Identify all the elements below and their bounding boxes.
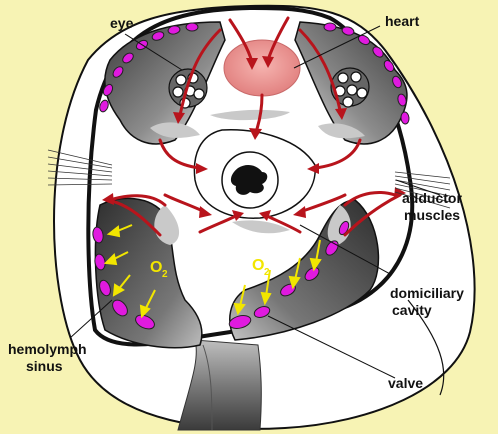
valve-groove-ridge — [202, 344, 213, 431]
lower-right-sinus-vessels — [228, 220, 350, 329]
leader-lines — [69, 25, 441, 379]
svg-text:2: 2 — [162, 269, 168, 280]
o2-label-left: O 2 — [150, 259, 168, 280]
svg-text:O: O — [252, 257, 264, 274]
heart — [223, 39, 301, 97]
lower-left-sinus-vessels — [92, 226, 155, 330]
label-domiciliary-line1: domiciliary — [390, 285, 464, 301]
label-heart: heart — [385, 13, 420, 29]
label-valve: valve — [388, 375, 423, 391]
label-domiciliary-line2: cavity — [392, 302, 432, 318]
oxygen-diffusion-arrows — [103, 224, 322, 319]
label-eye: eye — [110, 15, 134, 31]
hemolymph-arrowheads — [102, 56, 406, 221]
o2-label-right: O 2 — [252, 257, 270, 278]
label-hemolymph-line1: hemolymph — [8, 341, 87, 357]
svg-text:O: O — [150, 259, 162, 276]
label-hemolymph-line2: sinus — [26, 358, 63, 374]
shell-edge-curve — [407, 299, 445, 396]
eye-wedge-left — [104, 21, 226, 145]
eye-cluster-right — [330, 67, 370, 108]
adductor-muscle-fibers — [47, 149, 451, 209]
central-gut — [193, 129, 316, 219]
label-adductor-line1: adductor — [402, 190, 462, 206]
label-adductor-line2: muscles — [404, 207, 460, 223]
valve-groove — [177, 339, 262, 431]
svg-text:2: 2 — [264, 267, 270, 278]
